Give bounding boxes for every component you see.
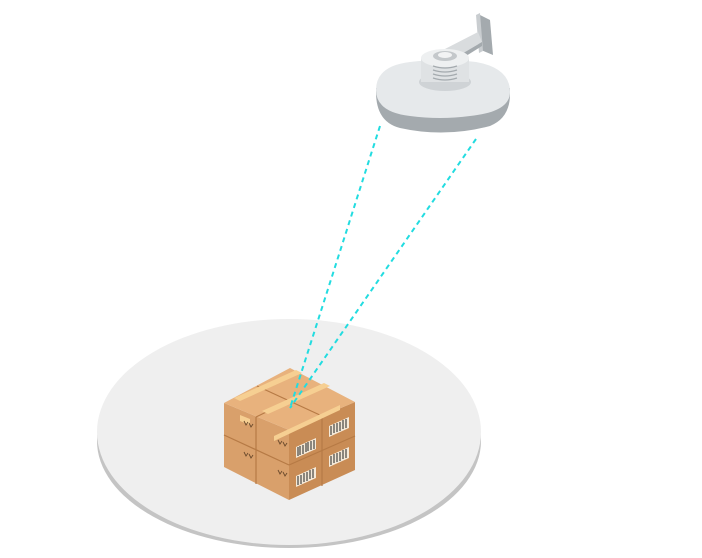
cardboard-box-stack-icon (223, 368, 356, 500)
lens-ridges (432, 65, 458, 81)
scan-beams (289, 125, 477, 409)
scan-beam-left (289, 125, 381, 409)
scan-beam-right (289, 138, 477, 409)
ceiling-sensor-icon (376, 13, 510, 133)
fragile-glass-label-icon (243, 420, 288, 477)
barcode-label-icon (296, 417, 349, 487)
